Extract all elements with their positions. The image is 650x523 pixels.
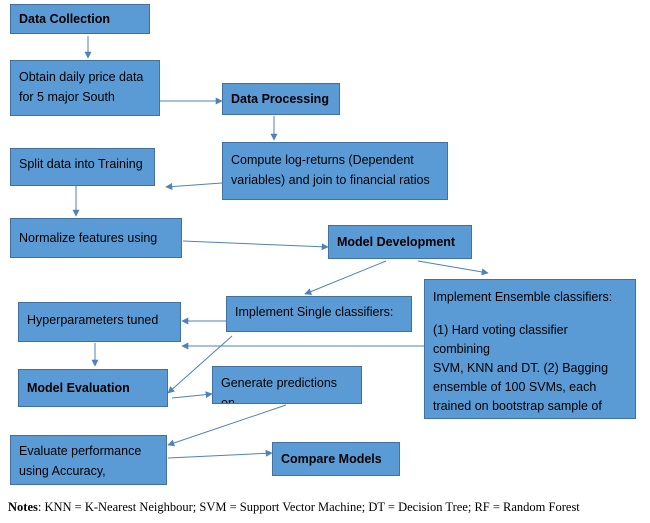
compute-log-returns-line-2: variables) and join to financial ratios	[231, 173, 430, 187]
generate-predictions-label: Generate predictions on	[221, 376, 338, 404]
ensemble-line-4: ensemble of 100 SVMs, each	[433, 380, 597, 394]
split-data-label: Split data into Training	[19, 157, 143, 171]
compare-models-box: Compare Models	[272, 442, 400, 476]
obtain-prices-line-2: for 5 major South	[19, 90, 115, 104]
ensemble-line-3: SVM, KNN and DT. (2) Bagging	[433, 361, 609, 375]
evaluate-performance-line-1: Evaluate performance	[19, 444, 142, 458]
arrow-predictions-to-evaluate	[167, 404, 287, 447]
obtain-prices-line-1: Obtain daily price data	[19, 70, 144, 84]
normalize-features-label: Normalize features using	[19, 231, 158, 245]
single-classifiers-box: Implement Single classifiers:	[226, 296, 412, 332]
ensemble-classifiers-box: Implement Ensemble classifiers: (1) Hard…	[424, 279, 636, 419]
model-development-box: Model Development	[328, 225, 472, 259]
compute-log-returns-box: Compute log-returns (Dependent variables…	[222, 142, 448, 200]
arrow-single-to-evaluation	[167, 335, 233, 394]
arrow-evaluate-to-compare	[167, 449, 273, 459]
hyperparameters-label: Hyperparameters tuned	[27, 313, 159, 327]
model-evaluation-label: Model Evaluation	[27, 381, 130, 395]
obtain-prices-box: Obtain daily price data for 5 major Sout…	[10, 60, 160, 116]
ensemble-line-5: trained on bootstrap sample of	[433, 399, 602, 413]
ensemble-line-2: (1) Hard voting classifier combining	[433, 323, 568, 356]
arrow-normalize-to-development	[182, 240, 329, 251]
normalize-features-box: Normalize features using	[10, 218, 182, 258]
hyperparameters-box: Hyperparameters tuned	[18, 302, 181, 342]
evaluate-performance-box: Evaluate performance using Accuracy,	[10, 435, 167, 485]
model-development-label: Model Development	[337, 235, 456, 249]
arrow-development-to-single	[304, 260, 387, 295]
notes-label: Notes	[8, 500, 38, 514]
arrow-evaluation-to-predictions	[171, 391, 213, 399]
single-classifiers-label: Implement Single classifiers:	[235, 305, 394, 319]
data-processing-box: Data Processing	[222, 83, 340, 115]
compare-models-label: Compare Models	[281, 452, 382, 466]
model-evaluation-box: Model Evaluation	[18, 369, 168, 407]
data-collection-box: Data Collection	[10, 4, 150, 34]
arrow-compute-to-split	[165, 182, 223, 191]
ensemble-line-1: Implement Ensemble classifiers:	[433, 290, 613, 304]
notes-text: : KNN = K-Nearest Neighbour; SVM = Suppo…	[37, 500, 580, 514]
split-data-box: Split data into Training	[10, 148, 155, 186]
notes-footer: Notes: KNN = K-Nearest Neighbour; SVM = …	[8, 500, 580, 515]
arrow-development-to-ensemble	[417, 260, 489, 276]
compute-log-returns-line-1: Compute log-returns (Dependent	[231, 153, 414, 167]
data-collection-label: Data Collection	[19, 12, 110, 26]
evaluate-performance-line-2: using Accuracy,	[19, 464, 106, 478]
data-processing-label: Data Processing	[231, 92, 329, 106]
generate-predictions-box: Generate predictions on	[212, 366, 362, 404]
